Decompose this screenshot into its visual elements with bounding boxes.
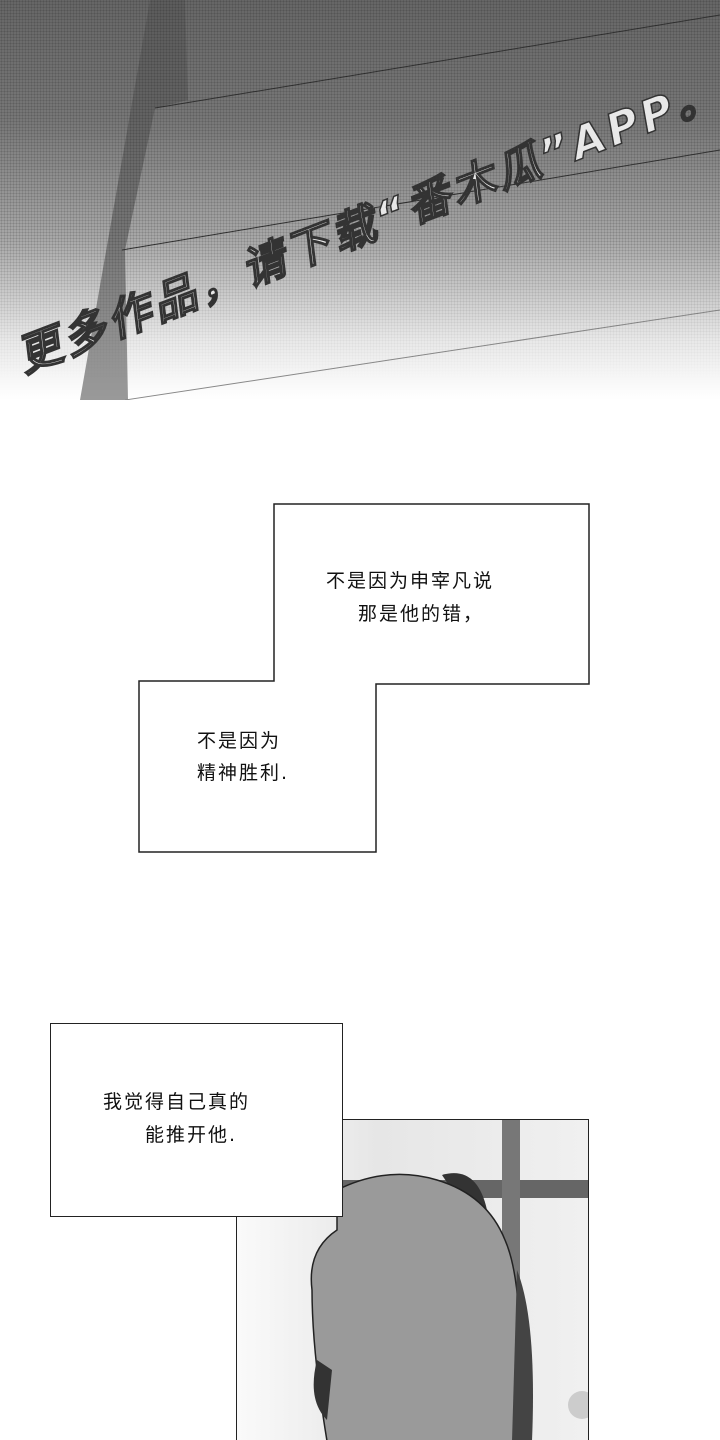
caption-box1-line1: 不是因为申宰凡说: [326, 570, 495, 592]
caption-box3-line1: 我觉得自己真的: [103, 1091, 251, 1113]
background-steps: [80, 0, 720, 400]
top-gradient-panel: 更多作品，请下载“番木瓜”APP。: [0, 0, 720, 400]
caption-box3-line2: 能推开他.: [145, 1124, 238, 1146]
caption-box2-line1: 不是因为: [197, 730, 282, 752]
comic-panel-hug: [236, 1119, 589, 1440]
caption-box3: [50, 1023, 343, 1217]
caption-box1-line2: 那是他的错，: [358, 603, 485, 625]
caption-box2-line2: 精神胜利.: [197, 762, 290, 784]
